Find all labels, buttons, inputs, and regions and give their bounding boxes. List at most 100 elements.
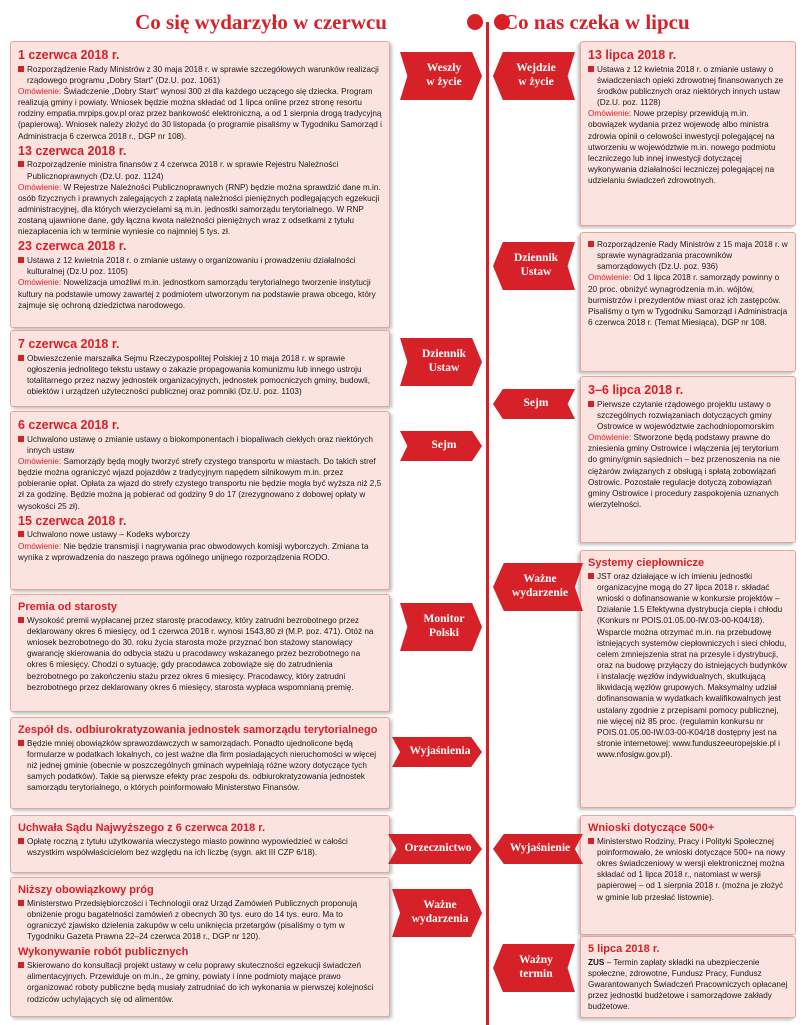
tag-line: wydarzenia <box>411 913 469 925</box>
right-box-termin: 5 lipca 2018 r. ZUS – Termin zapłaty skł… <box>580 936 796 1018</box>
tag-sejm-left: Sejm <box>400 431 482 461</box>
commentary-text: W Rejestrze Należności Publicznoprawnych… <box>18 182 381 237</box>
timeline-dot-left <box>467 14 483 30</box>
right-box-sejm: 3–6 lipca 2018 r. Pierwsze czytanie rząd… <box>580 376 796 543</box>
entry-text: Rozporządzenie Rady Ministrów z 15 maja … <box>588 239 788 328</box>
commentary-text: Świadczenie „Dobry Start” wynosi 300 zł … <box>18 86 382 141</box>
left-box-wyjasnienia: Zespół ds. odbiurokratyzowania jednostek… <box>10 717 390 809</box>
left-box-orzecznictwo: Uchwała Sądu Najwyższego z 6 czerwca 201… <box>10 815 390 873</box>
entry-text: Skierowano do konsultacji projekt ustawy… <box>18 960 382 1005</box>
tag-wyjasnienia: Wyjaśnienia <box>392 737 482 767</box>
commentary-text: Od 1 lipca 2018 r. samorządy powinny o 2… <box>588 273 788 328</box>
timeline-dot-right <box>494 14 510 30</box>
tag-line: Ważne <box>523 573 557 586</box>
left-box-weszly: 1 czerwca 2018 r. Rozporządzenie Rady Mi… <box>10 41 390 328</box>
tag-wyjasnienie: Wyjaśnienie <box>493 834 583 864</box>
entry-text: Będzie mniej obowiązków sprawozdawczych … <box>18 738 382 794</box>
entry-date: 7 czerwca 2018 r. <box>18 337 120 351</box>
tag-line: Wyjaśnienie <box>509 842 571 855</box>
entry-heading: Zespół ds. odbiurokratyzowania jednostek… <box>18 724 378 736</box>
entry-date: 3–6 lipca 2018 r. <box>588 383 684 397</box>
left-box-dziennik: 7 czerwca 2018 r. Obwieszczenie marszałk… <box>10 330 390 407</box>
entry-heading: Uchwała Sądu Najwyższego z 6 czerwca 201… <box>18 822 266 834</box>
tag-line: Sejm <box>431 439 457 452</box>
entry-item: Ministerstwo Rodziny, Pracy i Polityki S… <box>588 836 788 903</box>
tag-line: Ustaw <box>428 362 460 374</box>
entry-item: Uchwalono nowe ustawy – Kodeks wyborczy <box>18 529 382 540</box>
commentary-label: Omówienie: <box>18 182 62 192</box>
entry-item: Uchwalono ustawę o zmianie ustawy o biok… <box>18 434 382 456</box>
tag-line: Polski <box>428 627 460 639</box>
entry-item: Obwieszczenie marszałka Sejmu Rzeczyposp… <box>18 353 382 398</box>
commentary-text: Nie będzie transmisji i nagrywania prac … <box>18 541 369 562</box>
commentary-label: Omówienie: <box>18 278 62 288</box>
entry-item: JST oraz działające w ich imieniu jednos… <box>588 571 788 761</box>
entry-date: 13 lipca 2018 r. <box>588 48 677 62</box>
commentary-label: Omówienie: <box>18 541 62 551</box>
entry-text: Ustawa z 12 kwietnia 2018 r. o zmianie u… <box>18 255 382 311</box>
tag-line: Orzecznictwo <box>404 842 472 855</box>
tag-line: Monitor <box>423 613 465 626</box>
left-box-sejm: 6 czerwca 2018 r. Uchwalono ustawę o zmi… <box>10 411 390 590</box>
commentary-label: Omówienie: <box>588 433 632 443</box>
tag-line: Ważne <box>423 899 457 912</box>
entry-text: Rozporządzenie ministra finansów z 4 cze… <box>18 159 382 237</box>
commentary-text: Stworzone będą podstawy prawne do zniesi… <box>588 433 781 510</box>
entry-item: Pierwsze czytanie rządowego projektu ust… <box>588 399 788 432</box>
commentary-text: Nowelizacja umożliwi m.in. jednostkom sa… <box>18 278 376 310</box>
right-box-wyjasnienie: Wnioski dotyczące 500+ Ministerstwo Rodz… <box>580 815 796 935</box>
tag-line: w życie <box>426 76 462 88</box>
entry-item: Ustawa z 12 kwietnia 2018 r. o zmianie u… <box>18 255 382 277</box>
entry-text: ZUS – Termin zapłaty składki na ubezpiec… <box>588 957 788 1013</box>
entry-text: Uchwalono ustawę o zmianie ustawy o biok… <box>18 434 382 512</box>
commentary-text: Samorządy będą mogły tworzyć strefy czys… <box>18 456 382 511</box>
entry-text-body: – Termin zapłaty składki na ubezpieczeni… <box>588 957 788 1012</box>
tag-line: w życie <box>518 76 554 88</box>
entry-text: Ustawa z 12 kwietnia 2018 r. o zmianie u… <box>588 64 788 187</box>
entry-item: Będzie mniej obowiązków sprawozdawczych … <box>18 738 382 794</box>
entry-item: Ustawa z 12 kwietnia 2018 r. o zmianie u… <box>588 64 788 109</box>
entry-text: Uchwalono nowe ustawy – Kodeks wyborczy … <box>18 529 382 562</box>
entry-item: Wysokość premii wypłacanej przez starost… <box>18 615 382 693</box>
entry-item: Rozporządzenie Rady Ministrów z 30 maja … <box>18 64 382 86</box>
tag-line: Dziennik <box>421 348 467 361</box>
entry-text: Rozporządzenie Rady Ministrów z 30 maja … <box>18 64 382 142</box>
left-box-monitor: Premia od starosty Wysokość premii wypła… <box>10 594 390 712</box>
entry-heading: Niższy obowiązkowy próg <box>18 884 154 896</box>
left-box-wazne: Niższy obowiązkowy próg Ministerstwo Prz… <box>10 877 390 1017</box>
entry-text: Pierwsze czytanie rządowego projektu ust… <box>588 399 788 511</box>
entry-date: 6 czerwca 2018 r. <box>18 418 120 432</box>
timeline-line <box>486 22 489 1025</box>
left-column-title: Co się wydarzyło w czerwcu <box>135 10 387 34</box>
tag-line: Wyjaśnienia <box>409 745 471 758</box>
entry-text: JST oraz działające w ich imieniu jednos… <box>588 571 788 761</box>
entry-text: Ministerstwo Rodziny, Pracy i Polityki S… <box>588 836 788 903</box>
entry-item: Rozporządzenie Rady Ministrów z 15 maja … <box>588 239 788 272</box>
tag-line: termin <box>519 968 553 980</box>
entry-heading: Wnioski dotyczące 500+ <box>588 822 715 834</box>
entry-date: 23 czerwca 2018 r. <box>18 239 127 254</box>
tag-line: wydarzenie <box>511 587 569 599</box>
commentary-label: Omówienie: <box>18 86 62 96</box>
tag-line: Sejm <box>523 397 549 410</box>
entry-date: 5 lipca 2018 r. <box>588 943 660 955</box>
tag-line: Weszły <box>426 62 462 75</box>
tag-line: Ustaw <box>520 266 552 278</box>
entry-heading: Systemy ciepłownicze <box>588 557 705 569</box>
entry-date: 13 czerwca 2018 r. <box>18 143 127 158</box>
entry-date: 1 czerwca 2018 r. <box>18 48 120 62</box>
entry-text: Obwieszczenie marszałka Sejmu Rzeczyposp… <box>18 353 382 398</box>
commentary-label: Omówienie: <box>588 273 632 283</box>
tag-line: Wejdzie <box>516 62 556 75</box>
commentary-text: Nowe przepisy przewidują m.in. obowiązek… <box>588 109 776 186</box>
entry-item: Ministerstwo Przedsiębiorczości i Techno… <box>18 898 382 943</box>
entry-text: Ministerstwo Przedsiębiorczości i Techno… <box>18 898 382 943</box>
right-box-wejdzie: 13 lipca 2018 r. Ustawa z 12 kwietnia 20… <box>580 41 796 226</box>
